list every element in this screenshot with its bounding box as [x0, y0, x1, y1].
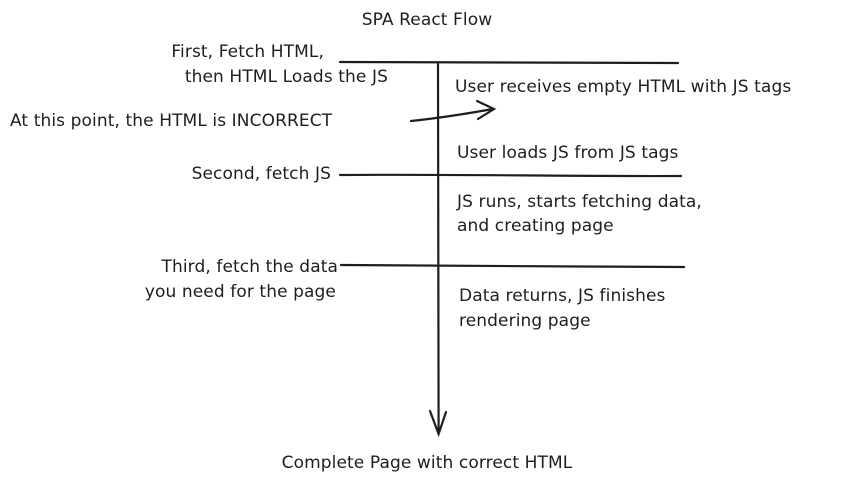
timeline-axis	[436, 62, 440, 434]
divider-third	[339, 263, 686, 269]
first-step-label-line1: First, Fetch HTML,	[171, 42, 324, 62]
second-step-label: Second, fetch JS	[191, 164, 331, 184]
step4-description-line1: Data returns, JS finishes	[459, 286, 666, 306]
step4-description-line2: rendering page	[459, 311, 591, 331]
timeline-arrowhead	[428, 409, 448, 438]
divider-second	[338, 173, 683, 178]
incorrect-html-label: At this point, the HTML is INCORRECT	[10, 111, 333, 131]
first-step-label-line2: then HTML Loads the JS	[184, 67, 388, 87]
incorrect-arrow-shaft	[409, 107, 495, 123]
diagram-title: SPA React Flow	[361, 10, 493, 30]
divider-first	[338, 60, 680, 65]
third-step-label-line1: Third, fetch the data	[161, 257, 338, 277]
final-result-label: Complete Page with correct HTML	[281, 453, 573, 473]
step3-description-line2: and creating page	[457, 216, 614, 236]
step1-description: User receives empty HTML with JS tags	[455, 77, 792, 97]
third-step-label-line2: you need for the page	[144, 282, 336, 302]
step2-description: User loads JS from JS tags	[457, 143, 679, 163]
incorrect-arrow-head	[475, 99, 497, 121]
step3-description-line1: JS runs, starts fetching data,	[457, 192, 702, 212]
